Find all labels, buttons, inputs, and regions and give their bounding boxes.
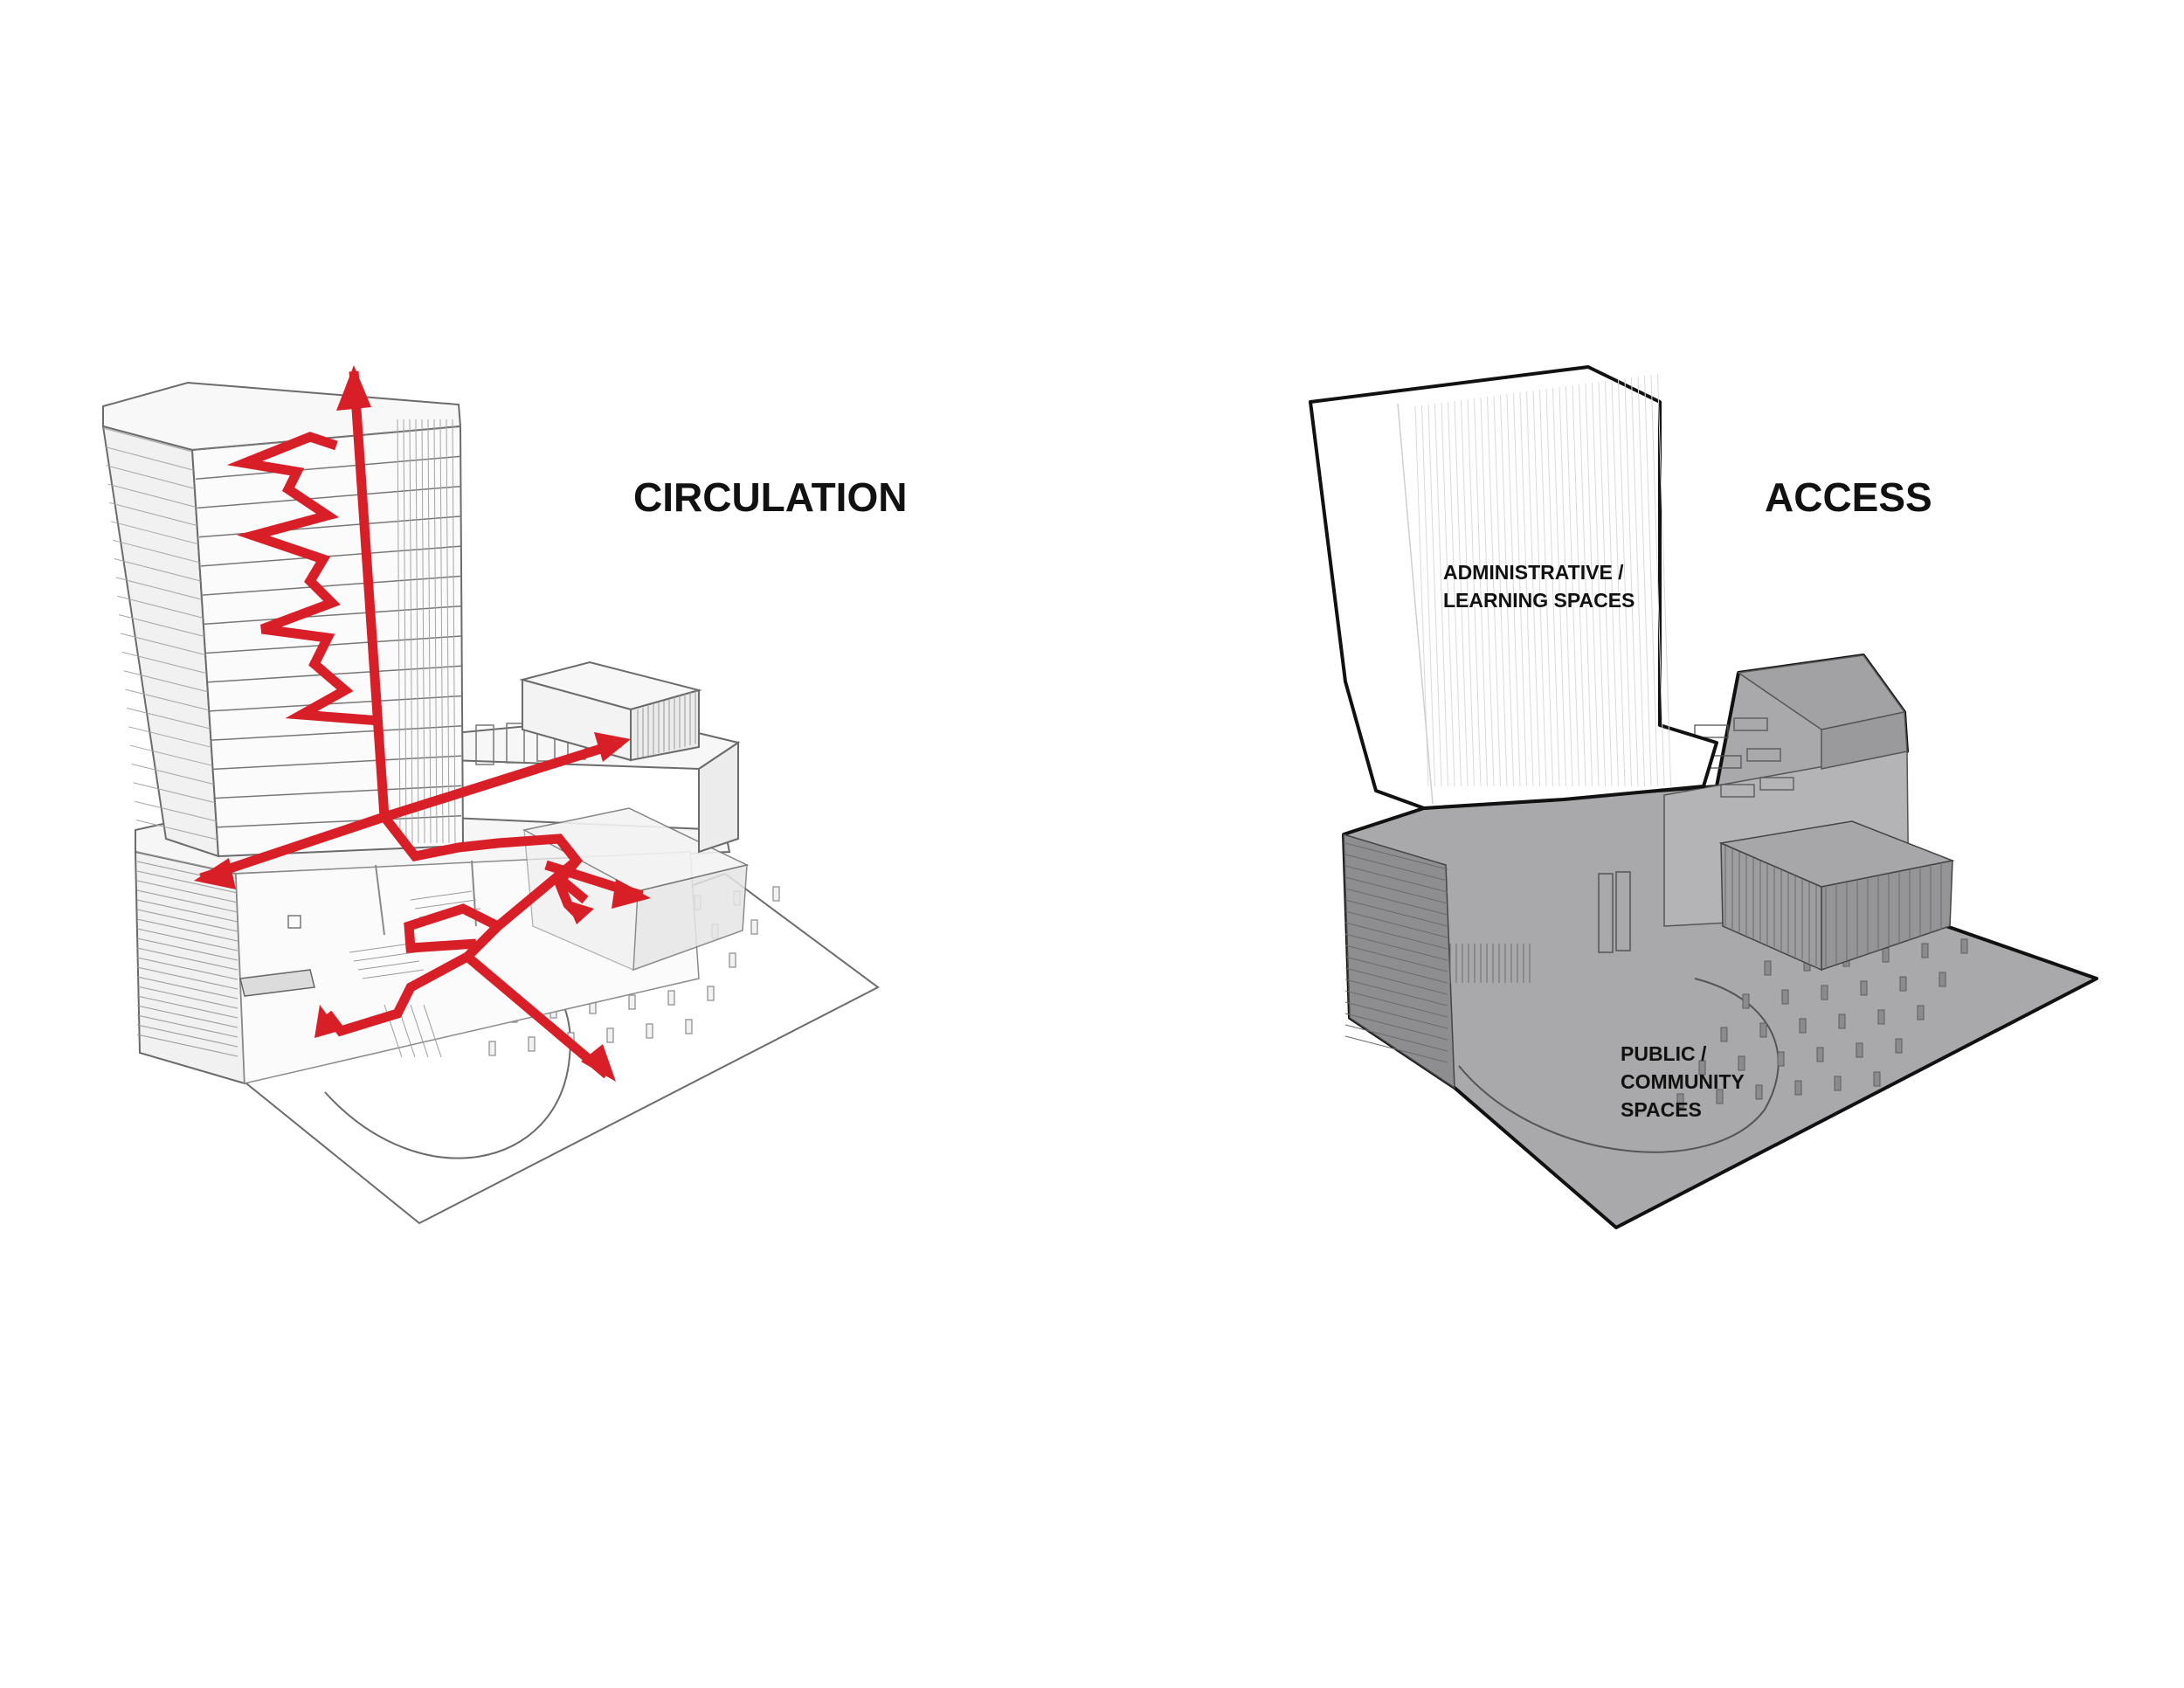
arrow-down-route: [380, 813, 584, 921]
access-rooftop-parking: [1694, 717, 1794, 798]
arrow-stair-zigzag: [226, 432, 381, 726]
access-diagram: ACCESS ADMINISTRATIVE / LEARNING SPACES …: [1309, 365, 2098, 1229]
circulation-diagram: CIRCULATION: [101, 365, 907, 1225]
podium-zone-label-line2: COMMUNITY: [1621, 1070, 1745, 1093]
tower-zone-label-line2: LEARNING SPACES: [1443, 589, 1635, 612]
podium-zone-label-line1: PUBLIC /: [1621, 1042, 1707, 1065]
circulation-arrows: [199, 370, 644, 1079]
tower-floor-slabs: [193, 425, 462, 828]
access-title: ACCESS: [1765, 474, 1932, 520]
arrow-east-bridge: [383, 737, 622, 822]
arrow-vertical-core: [349, 370, 390, 818]
arrow-east-plaza: [460, 856, 611, 1079]
arrow-west: [199, 812, 386, 883]
podium-zone-label-line3: SPACES: [1621, 1098, 1702, 1121]
arrow-glassbox-2: [556, 874, 589, 904]
tower-zone-label-line1: ADMINISTRATIVE /: [1443, 561, 1624, 584]
arrow-heads: [194, 365, 651, 1082]
arrow-southwest: [323, 952, 470, 1037]
circulation-title: CIRCULATION: [633, 474, 907, 520]
